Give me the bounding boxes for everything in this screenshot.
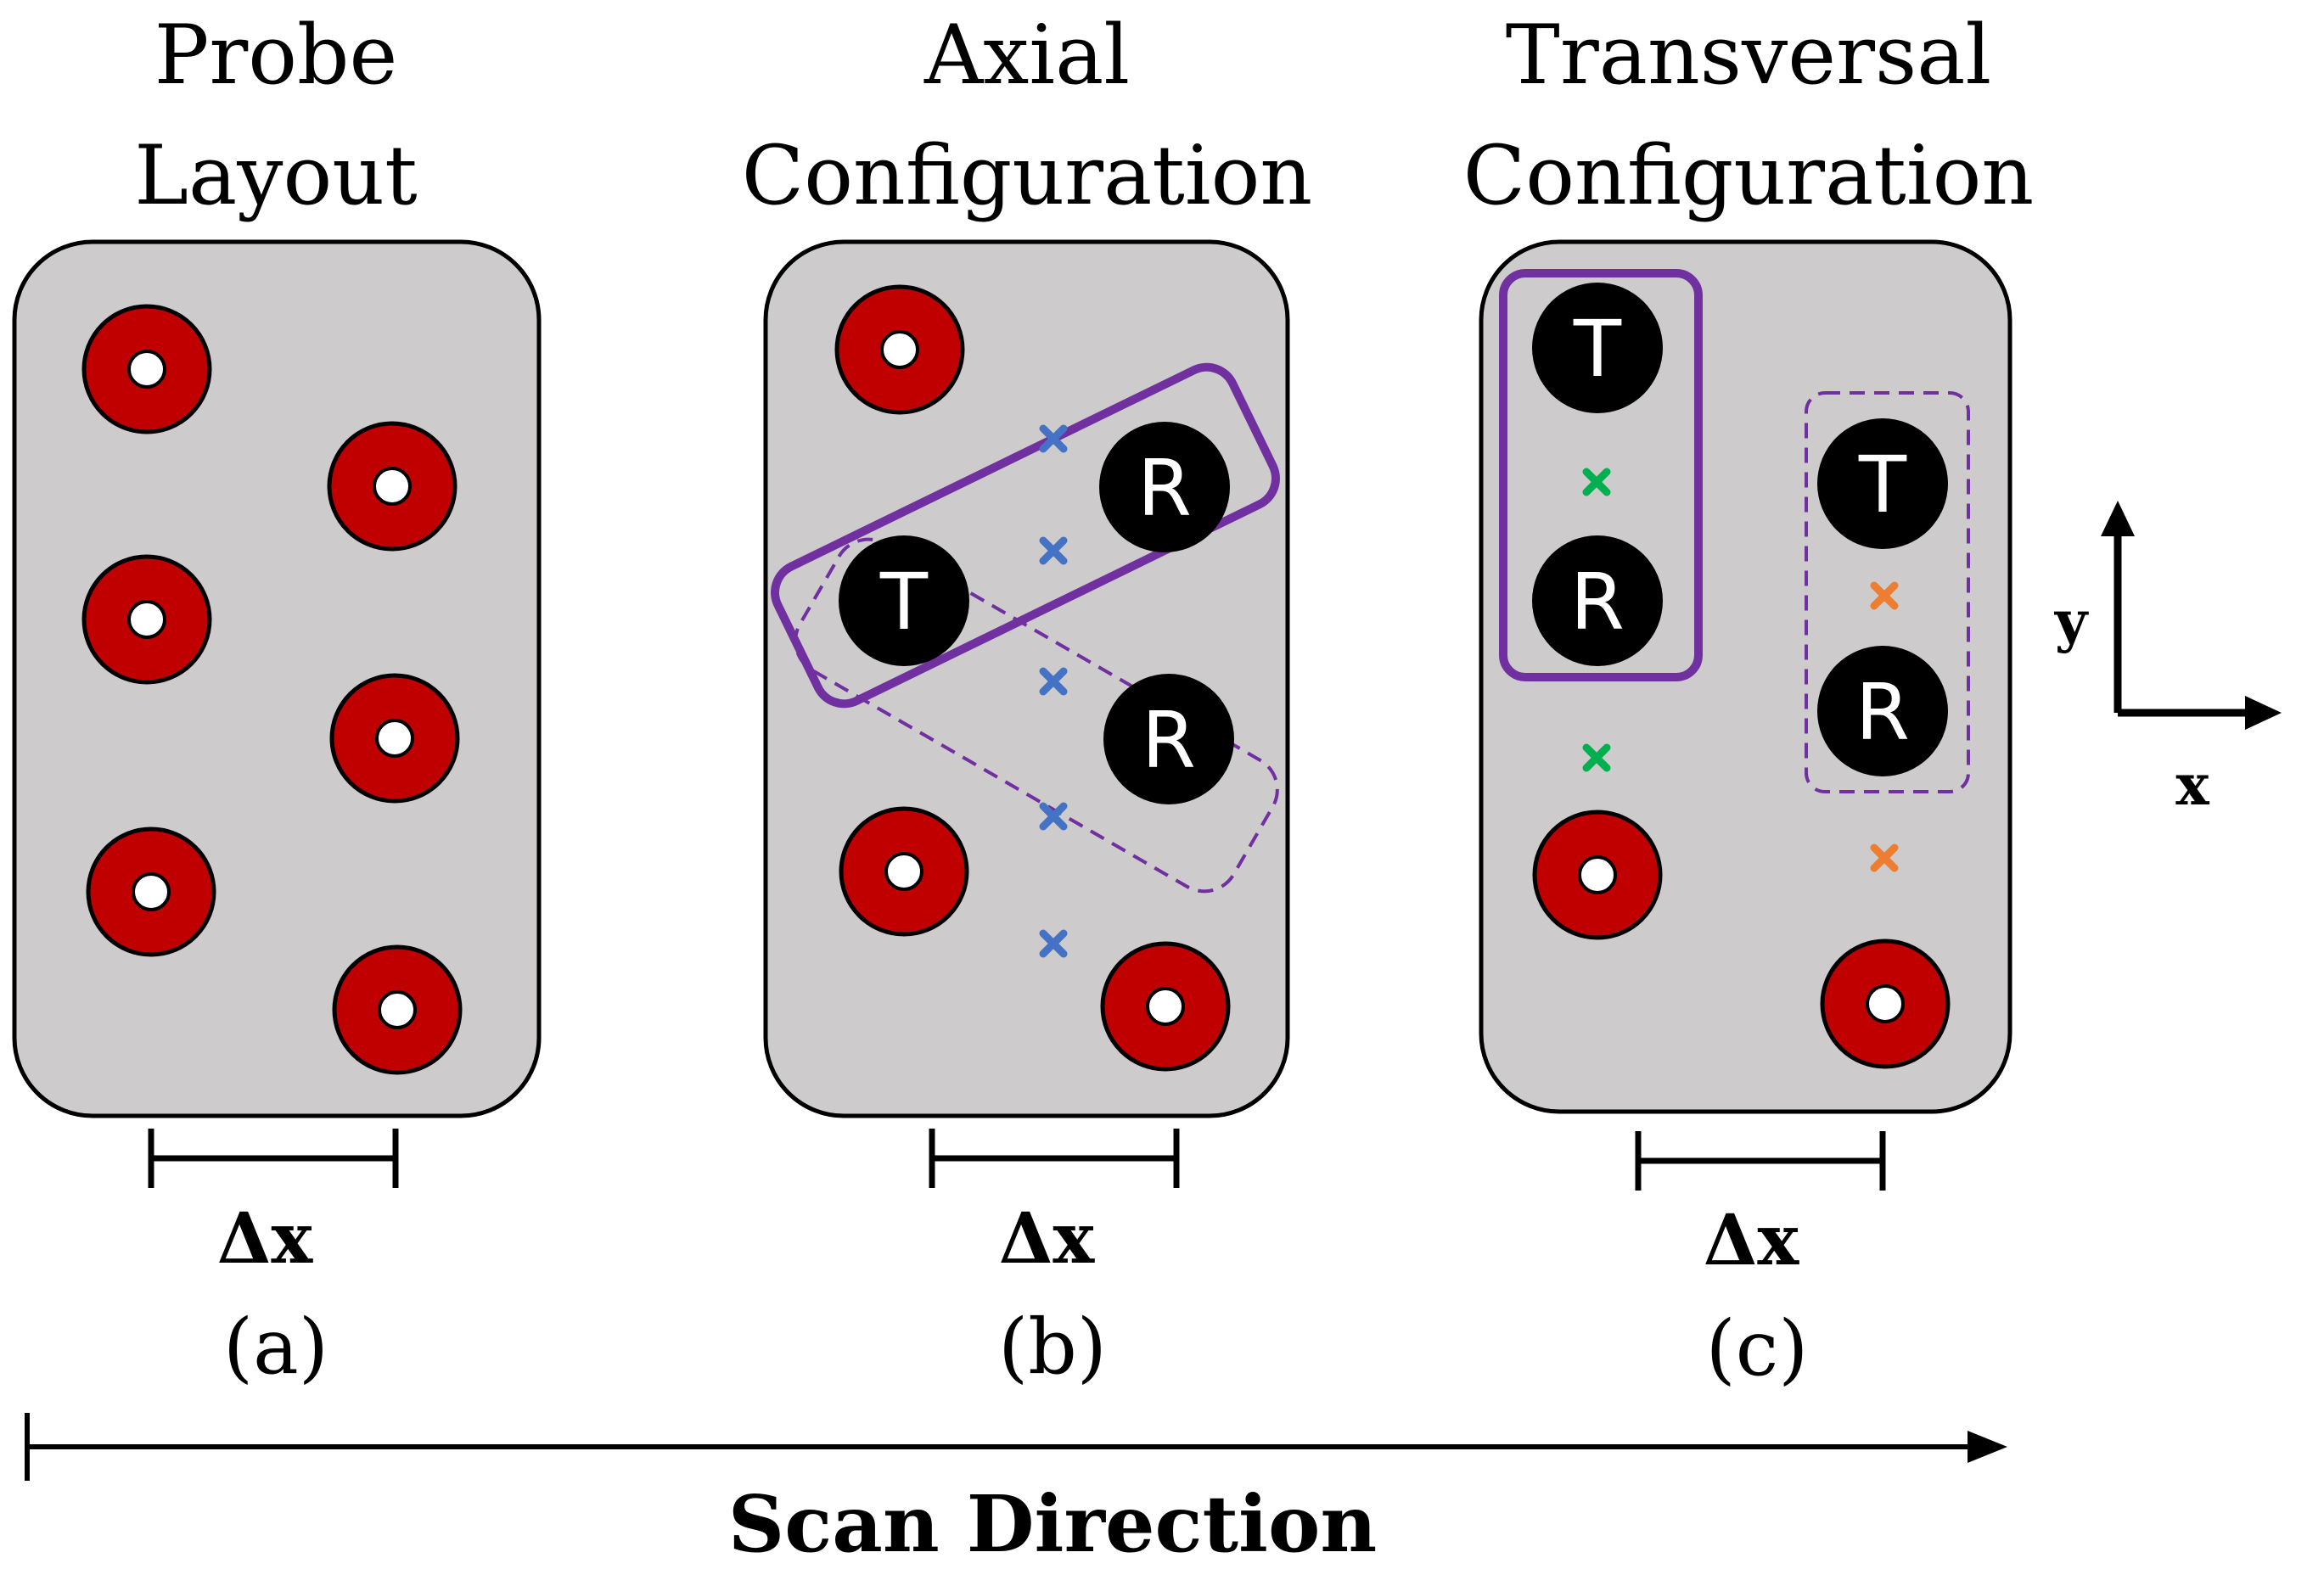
panel-b-title-line-1: Axial bbox=[923, 8, 1130, 103]
panel-a-dimension-label: Δx bbox=[217, 1198, 314, 1280]
midpoint-marker bbox=[1039, 424, 1068, 453]
midpoint-marker bbox=[1582, 743, 1611, 772]
ring-element bbox=[332, 944, 463, 1075]
transmitter-element: T bbox=[839, 535, 969, 666]
receiver-label: R bbox=[1570, 557, 1625, 647]
panel-a-caption: (a) bbox=[223, 1303, 328, 1392]
scan-arrowhead-icon bbox=[1968, 1431, 2007, 1463]
ring-element bbox=[329, 673, 460, 804]
ring-element bbox=[81, 554, 212, 685]
ring-element bbox=[86, 827, 216, 957]
transmitter-element: T bbox=[1532, 283, 1663, 413]
panel-a-title-line-1: Probe bbox=[154, 8, 398, 103]
panel-b-title-line-2: Configuration bbox=[742, 128, 1312, 223]
ring-element bbox=[834, 284, 965, 415]
midpoint-marker bbox=[1039, 929, 1068, 958]
y-axis-label: y bbox=[2054, 588, 2089, 654]
receiver-element: R bbox=[1532, 535, 1663, 666]
x-arrowhead-icon bbox=[2245, 696, 2282, 730]
dimension-bar-c bbox=[1635, 1131, 1886, 1191]
scan-direction-label: Scan Direction bbox=[728, 1478, 1377, 1569]
ring-element bbox=[839, 806, 969, 937]
transmitter-label: T bbox=[1858, 440, 1907, 530]
dimension-bar-a bbox=[148, 1129, 399, 1188]
midpoint-marker bbox=[1870, 843, 1899, 872]
panel-c-title-line-1: Transversal bbox=[1506, 8, 1991, 103]
receiver-label: R bbox=[1142, 695, 1196, 786]
receiver-label: R bbox=[1137, 443, 1192, 534]
panel-b-caption: (b) bbox=[998, 1303, 1107, 1392]
panel-a-title-line-2: Layout bbox=[134, 128, 417, 223]
secondary-pair-outline bbox=[794, 537, 1279, 894]
midpoint-marker bbox=[1039, 536, 1068, 565]
receiver-element: R bbox=[1103, 674, 1234, 804]
dimension-bar-b bbox=[929, 1129, 1180, 1188]
ring-element bbox=[1532, 810, 1663, 940]
ring-element bbox=[81, 304, 212, 434]
x-axis-label: x bbox=[2175, 752, 2209, 818]
transmitter-label: T bbox=[1573, 304, 1622, 395]
panel-c-title-line-2: Configuration bbox=[1463, 128, 2034, 223]
scan-direction: Scan Direction bbox=[25, 1413, 2007, 1569]
panel-c: Transversal Configuration T R T bbox=[1463, 8, 2034, 1393]
primary-pair-outline bbox=[771, 362, 1280, 709]
midpoint-marker bbox=[1039, 802, 1068, 831]
midpoint-marker bbox=[1039, 667, 1068, 696]
midpoint-marker bbox=[1582, 468, 1611, 496]
receiver-element: R bbox=[1817, 646, 1948, 776]
panel-c-caption: (c) bbox=[1706, 1304, 1809, 1393]
panel-c-dimension-label: Δx bbox=[1704, 1200, 1800, 1281]
transmitter-label: T bbox=[879, 557, 929, 647]
secondary-pair-outline bbox=[1805, 391, 1970, 793]
ring-element bbox=[1820, 939, 1951, 1069]
ring-element bbox=[1100, 941, 1231, 1072]
transmitter-element: T bbox=[1817, 418, 1948, 549]
receiver-label: R bbox=[1855, 667, 1910, 758]
ring-element bbox=[327, 421, 458, 552]
panel-b-dimension-label: Δx bbox=[999, 1198, 1096, 1280]
midpoint-marker bbox=[1870, 581, 1899, 610]
coordinate-axes: y x bbox=[2054, 501, 2282, 818]
panel-b: Axial Configuration T R R bbox=[742, 8, 1312, 1392]
y-arrowhead-icon bbox=[2101, 501, 2135, 536]
panel-a: Probe Layout bbox=[12, 8, 542, 1392]
receiver-element: R bbox=[1099, 422, 1230, 552]
primary-pair-outline bbox=[1499, 269, 1703, 681]
